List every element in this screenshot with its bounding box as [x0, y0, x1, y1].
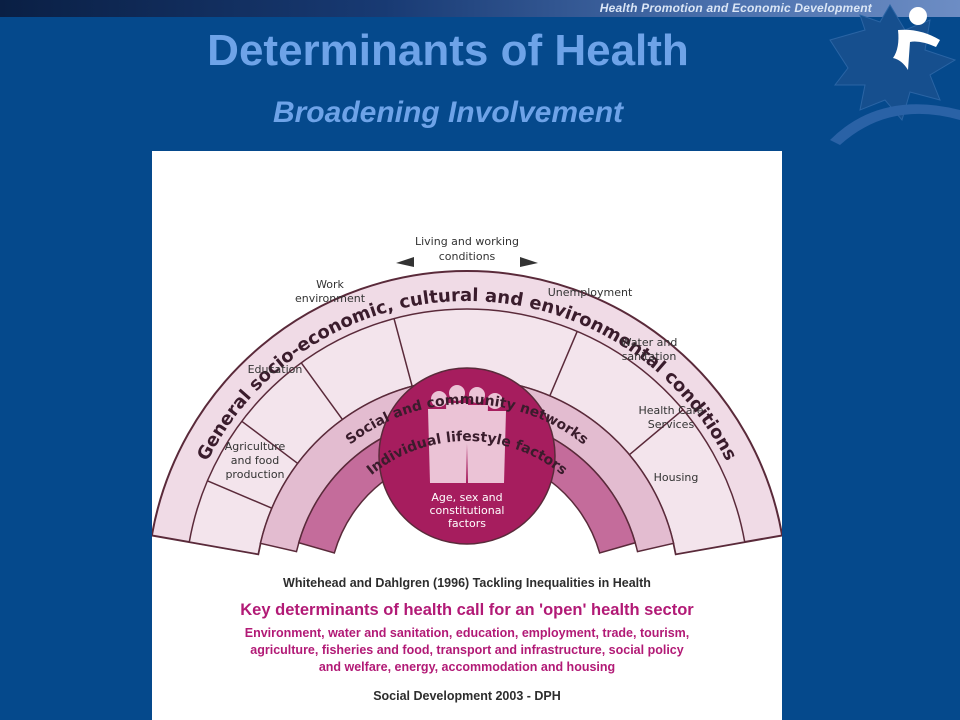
people-figures-icon — [428, 385, 506, 483]
segment-education-label-line: Education — [248, 363, 303, 376]
segment-healthcare-label-line: Services — [648, 418, 695, 431]
person-head-icon — [431, 391, 447, 407]
figure-head-icon — [909, 7, 927, 25]
page-title: Determinants of Health — [207, 26, 689, 75]
diagram-credit: Social Development 2003 - DPH — [373, 689, 561, 703]
logo-swoosh — [830, 104, 960, 145]
key-line: agriculture, fisheries and food, transpo… — [250, 643, 684, 657]
core-label-line: Age, sex and — [431, 491, 502, 504]
key-line: and welfare, energy, accommodation and h… — [318, 660, 616, 674]
segment-agriculture-label-line: and food — [231, 454, 280, 467]
segment-agriculture-label-line: production — [225, 468, 284, 481]
segment-living-label-line: Living and working — [415, 235, 519, 248]
segment-agriculture-label-line: Agriculture — [225, 440, 286, 453]
person-body-icon — [466, 405, 488, 483]
rainbow-model-diagram: General socio-economic, cultural and env… — [152, 235, 782, 556]
person-body-icon — [484, 411, 506, 483]
segment-living-label: Living and working conditions — [415, 235, 519, 263]
segment-divider — [628, 409, 684, 456]
segment-work-label-line: environment — [295, 292, 366, 305]
segment-healthcare-label-line: Health Care — [638, 404, 703, 417]
maple-leaf-logo — [829, 4, 960, 145]
segment-housing-label: Housing — [654, 471, 699, 484]
diagram-panel: General socio-economic, cultural and env… — [152, 151, 782, 720]
person-head-icon — [449, 385, 465, 401]
key-heading: Key determinants of health call for an '… — [240, 601, 694, 619]
arrow-right-icon — [520, 257, 538, 267]
person-head-icon — [469, 387, 485, 403]
arrow-left-icon — [396, 257, 414, 267]
diagram-caption: Whitehead and Dahlgren (1996) Tackling I… — [283, 576, 651, 590]
key-determinants-list: Environment, water and sanitation, educa… — [152, 625, 782, 676]
segment-unemployment-label: Unemployment — [548, 286, 633, 299]
segment-living-label-line: conditions — [439, 250, 496, 263]
segment-divider — [300, 362, 343, 420]
core-circle — [378, 367, 556, 545]
key-line: Environment, water and sanitation, educa… — [244, 626, 690, 640]
segment-housing-label-line: Housing — [654, 471, 699, 484]
page-subtitle: Broadening Involvement — [272, 96, 624, 129]
segment-divider — [393, 318, 413, 387]
segment-divider — [207, 480, 273, 509]
banner-text: Health Promotion and Economic Developmen… — [599, 1, 872, 15]
person-body-icon — [428, 409, 450, 483]
core-label-line: factors — [448, 517, 486, 530]
segment-divider — [241, 420, 299, 465]
top-banner: Health Promotion and Economic Developmen… — [0, 0, 960, 17]
segment-education-label: Education — [248, 363, 303, 376]
running-figure-icon — [893, 29, 940, 70]
core-label-line: constitutional — [429, 504, 504, 517]
person-body-icon — [446, 403, 468, 483]
segment-water-label-line: sanitation — [622, 350, 677, 363]
segment-work-label-line: Work — [316, 278, 344, 291]
segment-divider — [549, 331, 578, 397]
person-head-icon — [487, 393, 503, 409]
segment-water-label-line: Water and — [621, 336, 678, 349]
segment-unemployment-label-line: Unemployment — [548, 286, 633, 299]
